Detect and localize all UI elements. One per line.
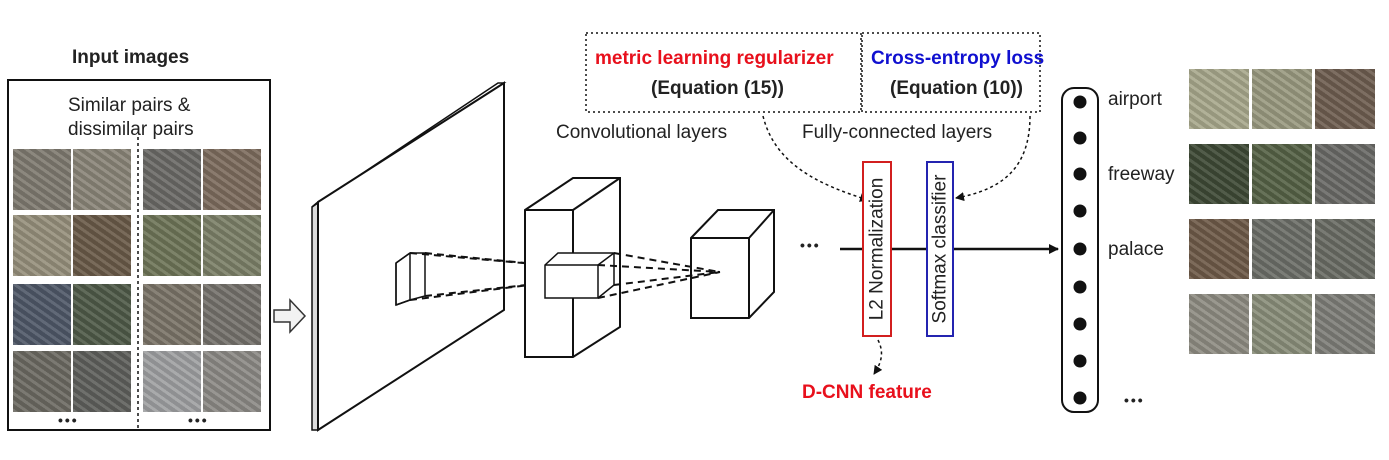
output-neuron: [1073, 204, 1087, 218]
output-image-tile: [1251, 143, 1313, 205]
ce-arrow: [955, 115, 1031, 201]
output-neuron: [1073, 280, 1087, 294]
input-images-title: Input images: [72, 47, 190, 68]
input-image-tile: [142, 283, 202, 346]
input-images-frame: [7, 79, 271, 431]
ce-box-title: Cross-entropy loss: [871, 48, 1045, 69]
dcnn-feature-label: D-CNN feature: [802, 382, 932, 403]
output-image-tile: [1188, 143, 1250, 205]
conv-block-2: [690, 209, 775, 319]
output-image-tile: [1314, 293, 1376, 355]
l2-normalization-label: L2 Normalization: [866, 177, 888, 321]
metric-box-title: metric learning regularizer: [595, 48, 834, 69]
output-neuron: [1073, 167, 1087, 181]
output-image-tile: [1188, 293, 1250, 355]
output-neurons: [1073, 95, 1087, 405]
input-more-left: •••: [58, 412, 79, 428]
input-image-tile: [202, 148, 262, 211]
input-image-tile: [72, 283, 132, 346]
input-image-tile: [142, 350, 202, 413]
projection-lines-2: [597, 252, 721, 299]
output-image-tile: [1314, 68, 1376, 130]
pairs-subtitle-line1: Similar pairs &: [68, 95, 191, 116]
output-neuron: [1073, 391, 1087, 405]
output-image-tile: [1188, 218, 1250, 280]
ce-box-frame: [861, 32, 1041, 113]
softmax-classifier-label: Softmax classifier: [929, 174, 950, 324]
input-image-tile: [12, 214, 72, 277]
output-more: •••: [1124, 392, 1145, 408]
class-label-palace: palace: [1108, 239, 1164, 260]
output-image-tile: [1251, 218, 1313, 280]
l2-normalization-layer: L2 Normalization: [862, 161, 892, 337]
output-neuron: [1073, 317, 1087, 331]
class-label-freeway: freeway: [1108, 164, 1175, 185]
input-image-tile: [202, 350, 262, 413]
output-neuron: [1073, 95, 1087, 109]
conv-layers-label: Convolutional layers: [556, 122, 728, 143]
input-slab-face: [317, 81, 505, 432]
input-image-tile: [202, 283, 262, 346]
softmax-classifier-layer: Softmax classifier: [926, 161, 954, 337]
input-arrow: [273, 298, 307, 334]
input-image-tile: [142, 214, 202, 277]
output-neuron: [1073, 354, 1087, 368]
metric-arrow: [762, 115, 869, 202]
output-image-tile: [1188, 68, 1250, 130]
input-image-tile: [202, 214, 262, 277]
input-image-tile: [72, 148, 132, 211]
input-image-tile: [12, 148, 72, 211]
class-label-airport: airport: [1108, 89, 1162, 110]
pairs-subtitle-line2: dissimilar pairs: [68, 119, 194, 140]
output-neuron: [1073, 131, 1087, 145]
ce-box-equation: (Equation (10)): [890, 78, 1023, 99]
input-image-tile: [12, 283, 72, 346]
input-image-tile: [142, 148, 202, 211]
output-image-tile: [1314, 218, 1376, 280]
input-image-tile: [72, 214, 132, 277]
feature-arrow: [873, 339, 883, 375]
output-neuron: [1073, 242, 1087, 256]
layer-ellipsis: •••: [800, 237, 821, 253]
metric-box-frame: [585, 32, 862, 113]
output-image-tile: [1314, 143, 1376, 205]
input-more-right: •••: [188, 412, 209, 428]
output-image-tile: [1251, 293, 1313, 355]
metric-box-equation: (Equation (15)): [651, 78, 784, 99]
output-image-tile: [1251, 68, 1313, 130]
input-image-tile: [12, 350, 72, 413]
fc-layers-label: Fully-connected layers: [802, 122, 993, 143]
input-image-tile: [72, 350, 132, 413]
